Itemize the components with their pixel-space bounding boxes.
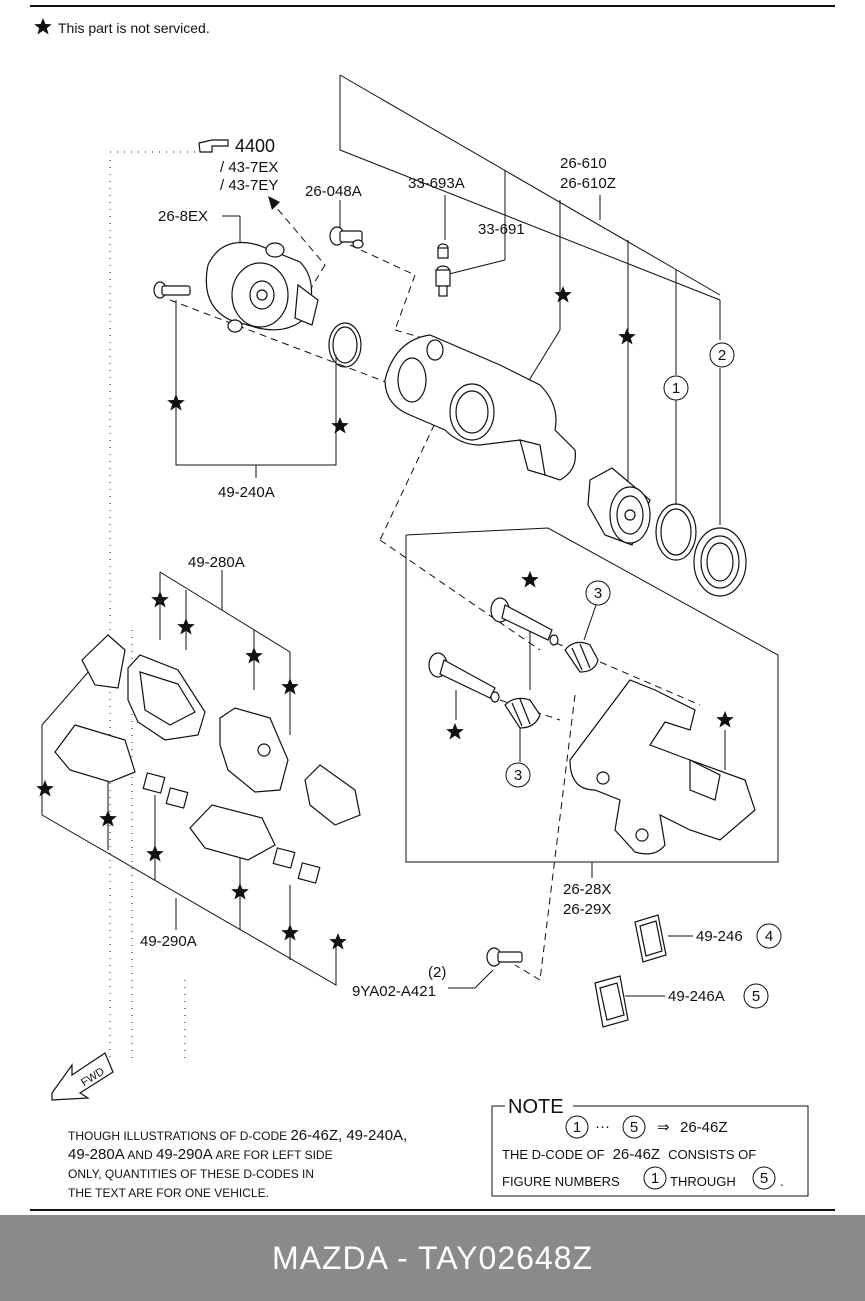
note-line-3-through: THROUGH <box>670 1174 736 1189</box>
wear-indicator-d <box>297 862 321 884</box>
note-from-number: 1 <box>573 1119 581 1136</box>
label-49-290a: 49-290A <box>140 933 197 950</box>
legend-text: This part is not serviced. <box>58 20 210 36</box>
label-26-048a: 26-048A <box>305 183 362 200</box>
ref-4400-sub1: / 43-7EX <box>220 159 278 176</box>
dust-boot-drawing <box>693 527 747 597</box>
pointing-hand-icon <box>198 139 229 153</box>
label-26-28x: 26-28X <box>563 881 611 898</box>
bolt-9ya02-drawing <box>486 947 523 967</box>
star-icon <box>446 723 464 740</box>
circle-1-marker <box>663 375 689 401</box>
guide-pin-lower-drawing <box>428 652 500 703</box>
shim-left-drawing <box>81 634 126 689</box>
star-icon <box>716 711 734 728</box>
note-line-3a: FIGURE NUMBERS <box>502 1174 620 1189</box>
pad-clip-upper-drawing <box>54 724 136 783</box>
disclaimer-line-4: THE TEXT ARE FOR ONE VEHICLE. <box>68 1186 269 1200</box>
label-49-280a: 49-280A <box>188 554 245 571</box>
star-icon <box>331 417 349 434</box>
piston-drawing <box>587 467 651 546</box>
circle-1-number: 1 <box>672 380 680 397</box>
note-line-3-last: 5 <box>760 1170 768 1187</box>
circle-3-upper-number: 3 <box>594 585 602 602</box>
disclaimer-line-3: ONLY, QUANTITIES OF THESE D-CODES IN <box>68 1167 314 1181</box>
label-49-246a: 49-246A <box>668 988 725 1005</box>
bolt-left-drawing <box>153 281 191 299</box>
label-qty-2: (2) <box>428 964 446 981</box>
ref-4400-code: 4400 <box>235 136 275 156</box>
star-icon <box>329 933 347 950</box>
circle-3-lower-number: 3 <box>514 767 522 784</box>
label-33-691: 33-691 <box>478 221 525 238</box>
label-26-610z: 26-610Z <box>560 175 616 192</box>
star-icon <box>554 286 572 303</box>
parts-diagram: This part is not serviced. <box>30 5 835 1211</box>
circle-3-lower-marker <box>505 762 531 788</box>
grease-pack-49-246-drawing <box>634 914 667 963</box>
shim-right-drawing <box>304 764 361 826</box>
grease-pack-49-246a-drawing <box>594 975 629 1028</box>
note-arrow: ⇒ <box>657 1119 670 1136</box>
label-9ya02-a421: 9YA02-A421 <box>352 983 436 1000</box>
bolt-26-048a-drawing <box>329 226 364 249</box>
label-26-610: 26-610 <box>560 155 607 172</box>
brake-pad-outer-drawing <box>127 654 206 741</box>
star-icon <box>521 571 539 588</box>
pin-boot-lower-drawing <box>504 697 541 729</box>
arrow-4400-icon <box>268 196 280 210</box>
star-icon <box>36 780 54 797</box>
note-line-3-first: 1 <box>651 1170 659 1187</box>
pad-clip-lower-drawing <box>189 804 276 861</box>
disclaimer-line-2: 49-280A AND 49-290A ARE FOR LEFT SIDE <box>68 1146 333 1163</box>
label-33-693a: 33-693A <box>408 175 465 192</box>
bleeder-screw-drawing <box>435 243 451 297</box>
footer-title: MAZDA - TAY02648Z <box>271 1239 594 1276</box>
guide-pin-upper-drawing <box>490 597 559 646</box>
circle-4-marker <box>756 923 782 949</box>
legend-star-icon <box>34 18 52 35</box>
ref-4400-sub2: / 43-7EY <box>220 177 278 194</box>
circle-2-marker <box>709 342 735 368</box>
parking-motor-drawing <box>205 241 319 333</box>
caliper-bracket-drawing <box>569 679 756 855</box>
circle-5-number: 5 <box>752 988 760 1005</box>
circle-3-upper-marker <box>585 580 611 606</box>
note-code: 26-46Z <box>680 1119 728 1136</box>
wear-indicator-c <box>272 847 296 869</box>
note-title: NOTE <box>508 1096 564 1118</box>
label-26-29x: 26-29X <box>563 901 611 918</box>
label-49-240a: 49-240A <box>218 484 275 501</box>
note-dots: ··· <box>595 1118 610 1135</box>
note-line-3-period: . <box>780 1174 784 1189</box>
pin-boot-upper-drawing <box>564 641 599 673</box>
circle-4-number: 4 <box>765 928 773 945</box>
note-to-number: 5 <box>630 1119 638 1136</box>
fwd-arrow-icon: FWD <box>51 1052 114 1101</box>
wear-indicator-a <box>142 772 166 794</box>
star-icon <box>618 328 636 345</box>
o-ring-drawing <box>328 322 362 368</box>
wear-indicator-b <box>165 787 189 809</box>
piston-seal-drawing <box>655 503 697 561</box>
brake-pad-inner-drawing <box>219 707 289 793</box>
label-26-8ex: 26-8EX <box>158 208 208 225</box>
disclaimer-line-1: THOUGH ILLUSTRATIONS OF D-CODE 26-46Z, 4… <box>68 1127 407 1144</box>
circle-2-number: 2 <box>718 347 726 364</box>
label-49-246: 49-246 <box>696 928 743 945</box>
circle-5-marker <box>743 983 769 1009</box>
footer-bar: MAZDA - TAY02648Z <box>0 1215 865 1301</box>
caliper-body-drawing <box>384 334 577 481</box>
